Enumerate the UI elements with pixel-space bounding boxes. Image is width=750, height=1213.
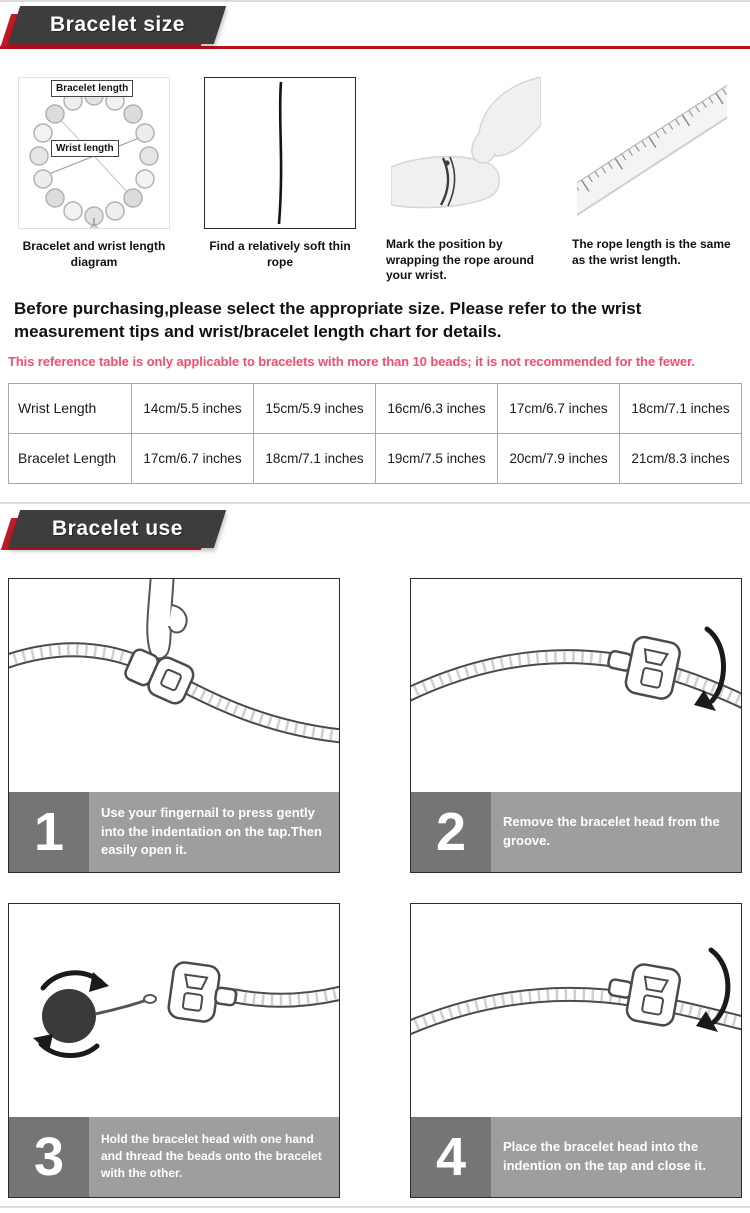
usage-step-3: 3 Hold the bracelet head with one hand a… bbox=[8, 902, 340, 1198]
size-chart-table: Wrist Length 14cm/5.5 inches 15cm/5.9 in… bbox=[8, 382, 742, 484]
bracelet-size-section: Bracelet size bbox=[0, 4, 750, 484]
rope-illustration bbox=[277, 81, 283, 225]
figure-ruler: The rope length is the same as the wrist… bbox=[564, 77, 740, 284]
step-4-illustration bbox=[411, 904, 741, 1117]
measurement-steps-row: Bracelet length Wrist length Bracelet an… bbox=[0, 77, 750, 284]
usage-step-2: 2 Remove the bracelet head from the groo… bbox=[410, 577, 742, 873]
step-4-caption-band: 4 Place the bracelet head into the inden… bbox=[411, 1116, 741, 1197]
step-1-illustration bbox=[9, 578, 339, 792]
figure-wrap-wrist: Mark the position by wrapping the rope a… bbox=[378, 77, 554, 284]
row-header: Wrist Length bbox=[8, 382, 132, 434]
step-number: 1 bbox=[9, 791, 89, 872]
figure-caption: Mark the position by wrapping the rope a… bbox=[386, 237, 535, 283]
ribbon-body: Bracelet use bbox=[7, 509, 227, 548]
rope-image bbox=[204, 77, 356, 229]
step-number: 2 bbox=[411, 791, 491, 872]
step-2-illustration bbox=[411, 579, 741, 792]
bracelet-length-row: Bracelet Length 17cm/6.7 inches 18cm/7.1… bbox=[8, 432, 742, 484]
bottom-divider bbox=[0, 1205, 750, 1208]
figure-bracelet-diagram: Bracelet length Wrist length Bracelet an… bbox=[6, 77, 182, 284]
step-text: Remove the bracelet head from the groove… bbox=[503, 814, 720, 848]
bracelet-size-ribbon: Bracelet size bbox=[0, 4, 260, 46]
figure-rope: Find a relatively soft thin rope bbox=[192, 77, 368, 284]
wrist-length-row: Wrist Length 14cm/5.5 inches 15cm/5.9 in… bbox=[8, 382, 742, 434]
close-clasp-illustration bbox=[411, 947, 741, 1035]
ribbon-body: Bracelet size bbox=[7, 6, 227, 44]
table-cell: 21cm/8.3 inches bbox=[619, 432, 742, 484]
bracelet-use-ribbon: Bracelet use bbox=[0, 508, 260, 550]
usage-step-4: 4 Place the bracelet head into the inden… bbox=[410, 902, 742, 1198]
figure-caption: Bracelet and wrist length diagram bbox=[22, 239, 166, 269]
red-divider bbox=[0, 46, 750, 49]
figure-caption: Find a relatively soft thin rope bbox=[209, 239, 351, 269]
row-header: Bracelet Length bbox=[8, 432, 132, 484]
remove-head-illustration bbox=[411, 626, 741, 711]
table-cell: 15cm/5.9 inches bbox=[253, 382, 376, 434]
step-number: 3 bbox=[9, 1116, 89, 1197]
ruler-illustration bbox=[577, 77, 727, 227]
bracelet-length-label: Bracelet length bbox=[51, 80, 134, 97]
section-title-bracelet-use: Bracelet use bbox=[51, 516, 183, 540]
wrist-length-label: Wrist length bbox=[51, 140, 119, 157]
thread-beads-illustration bbox=[33, 960, 339, 1058]
usage-steps-grid: 1 Use your fingernail to press gently in… bbox=[0, 577, 750, 1198]
figure-caption: The rope length is the same as the wrist… bbox=[572, 237, 731, 267]
reference-table-note: This reference table is only applicable … bbox=[8, 353, 695, 369]
table-cell: 17cm/6.7 inches bbox=[131, 432, 254, 484]
step-text: Use your fingernail to press gently into… bbox=[101, 805, 322, 857]
step-2-caption-band: 2 Remove the bracelet head from the groo… bbox=[411, 791, 741, 872]
step-3-illustration bbox=[9, 904, 339, 1117]
bracelet-use-section: Bracelet use bbox=[0, 501, 750, 1198]
table-cell: 18cm/7.1 inches bbox=[253, 432, 376, 484]
open-clasp-illustration bbox=[9, 578, 339, 743]
step-text: Hold the bracelet head with one hand and… bbox=[101, 1132, 322, 1181]
step-1-caption-band: 1 Use your fingernail to press gently in… bbox=[9, 791, 339, 872]
table-cell: 18cm/7.1 inches bbox=[619, 382, 742, 434]
table-cell: 16cm/6.3 inches bbox=[375, 382, 498, 434]
size-selection-intro: Before purchasing,please select the appr… bbox=[14, 298, 642, 341]
step-number: 4 bbox=[411, 1116, 491, 1197]
step-3-caption-band: 3 Hold the bracelet head with one hand a… bbox=[9, 1116, 339, 1197]
table-cell: 20cm/7.9 inches bbox=[497, 432, 620, 484]
hands-illustration bbox=[391, 77, 541, 209]
wrap-wrist-image bbox=[391, 77, 541, 227]
table-cell: 19cm/7.5 inches bbox=[375, 432, 498, 484]
section-divider bbox=[0, 501, 750, 504]
ruler-image bbox=[577, 77, 727, 227]
usage-step-1: 1 Use your fingernail to press gently in… bbox=[8, 577, 340, 873]
top-divider bbox=[0, 0, 750, 2]
table-cell: 17cm/6.7 inches bbox=[497, 382, 620, 434]
step-text: Place the bracelet head into the indenti… bbox=[503, 1139, 706, 1173]
table-cell: 14cm/5.5 inches bbox=[131, 382, 254, 434]
section-title-bracelet-size: Bracelet size bbox=[49, 13, 185, 36]
bracelet-diagram-image: Bracelet length Wrist length bbox=[18, 77, 170, 229]
